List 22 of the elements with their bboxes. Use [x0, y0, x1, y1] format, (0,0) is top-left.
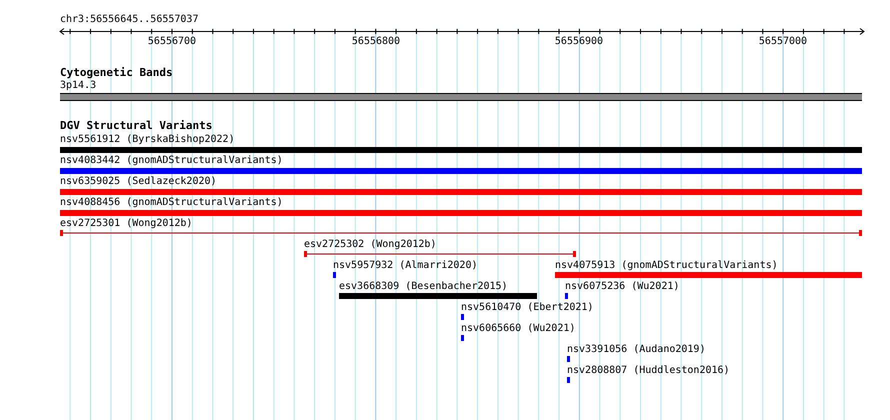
feature-label: nsv2808807 (Huddleston2016): [567, 365, 730, 377]
feature-label: nsv6075236 (Wu2021): [565, 281, 680, 293]
tick-label: 56556900: [554, 36, 604, 48]
feature-label: nsv5957932 (Almarri2020): [333, 260, 478, 272]
feature-label: nsv6065660 (Wu2021): [461, 323, 576, 335]
feature-label: nsv4083442 (gnomADStructuralVariants): [60, 155, 283, 167]
track-title: DGV Structural Variants: [60, 120, 212, 132]
feature-label: esv2725301 (Wong2012b): [60, 218, 192, 230]
feature-label: 3p14.3: [60, 80, 96, 92]
feature-label: nsv5610470 (Ebert2021): [461, 302, 594, 314]
tick-label: 56557000: [758, 36, 808, 48]
track-title: Cytogenetic Bands: [60, 67, 173, 79]
feature-label: esv3668309 (Besenbacher2015): [339, 281, 508, 293]
feature-label: nsv4088456 (gnomADStructuralVariants): [60, 197, 283, 209]
coordinate-label: chr3:56556645..56557037: [60, 14, 198, 26]
feature-label: esv2725302 (Wong2012b): [304, 239, 436, 251]
feature-label: nsv4075913 (gnomADStructuralVariants): [555, 260, 778, 272]
feature-label: nsv6359025 (Sedlazeck2020): [60, 176, 217, 188]
tick-label: 56556800: [352, 36, 400, 48]
feature-label: nsv5561912 (ByrskaBishop2022): [60, 134, 235, 146]
feature-label: nsv3391056 (Audano2019): [567, 344, 706, 356]
tick-label: 56556700: [148, 36, 196, 48]
